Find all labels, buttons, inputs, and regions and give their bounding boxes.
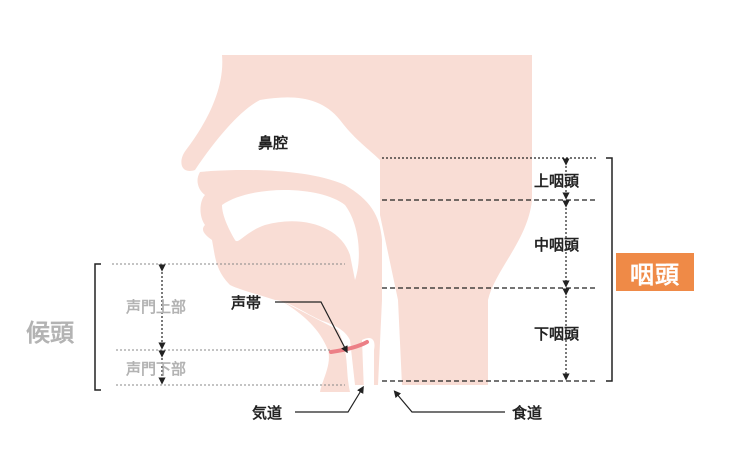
vocal-cord-leader [275, 301, 348, 354]
label-lower-pharynx: 下咽頭 [534, 325, 580, 343]
oral-cavity [222, 190, 359, 280]
label-mid-pharynx: 中咽頭 [534, 236, 580, 254]
larynx-bracket [94, 263, 101, 391]
pharynx-bracket [606, 157, 613, 382]
label-vocal-cord: 声帯 [231, 294, 262, 312]
esophagus-leader [393, 390, 505, 413]
label-larynx: 候頭 [26, 319, 74, 347]
label-subglottic: 声門下部 [126, 360, 187, 378]
label-pharynx: 咽頭 [616, 253, 694, 291]
trachea-gap [362, 338, 375, 392]
label-trachea: 気道 [252, 404, 283, 422]
vocal-cord [329, 340, 369, 354]
label-nasal-cavity: 鼻腔 [258, 134, 289, 152]
label-upper-pharynx: 上咽頭 [534, 172, 580, 190]
head-tissue [181, 55, 533, 385]
trachea-leader [295, 385, 364, 413]
neck-tissue [280, 300, 350, 392]
label-supraglottic: 声門上部 [126, 298, 187, 316]
label-esophagus: 食道 [512, 404, 543, 422]
